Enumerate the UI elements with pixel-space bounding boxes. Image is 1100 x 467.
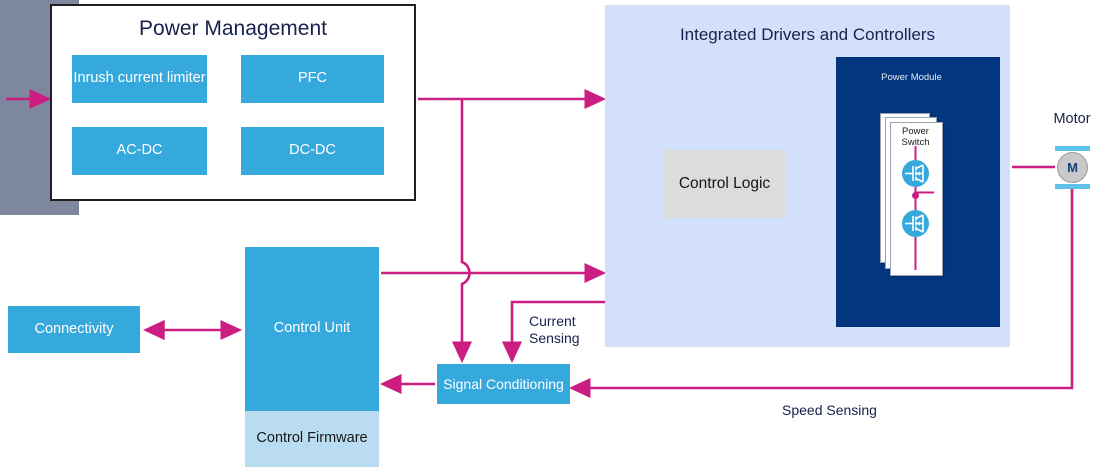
block-control-logic[interactable]: Control Logic xyxy=(664,150,785,218)
wire-power-bus-down-with-hop xyxy=(451,100,473,364)
label-speed-sensing: Speed Sensing xyxy=(782,402,877,418)
block-signal-conditioning[interactable]: Signal Conditioning xyxy=(437,364,570,404)
power-management-title: Power Management xyxy=(139,16,327,40)
block-connectivity[interactable]: Connectivity xyxy=(8,306,140,353)
mosfet-high-side-icon xyxy=(902,160,929,187)
power-switch-label: Power Switch xyxy=(901,126,930,148)
power-module-label: Power Module xyxy=(881,72,942,83)
motor-terminal-bar-bottom xyxy=(1055,184,1090,189)
half-bridge-midpoint-node xyxy=(912,192,919,199)
integrated-drivers-title: Integrated Drivers and Controllers xyxy=(679,24,936,44)
block-inrush-current-limiter[interactable]: Inrush current limiter xyxy=(72,55,207,103)
motor-symbol-icon[interactable]: M xyxy=(1057,152,1088,183)
block-control-firmware[interactable]: Control Firmware xyxy=(245,411,379,467)
label-current-sensing: Current Sensing xyxy=(529,313,580,346)
block-ac-dc[interactable]: AC-DC xyxy=(72,127,207,175)
motor-label: Motor xyxy=(1053,111,1091,128)
motor-terminal-bar-top xyxy=(1055,146,1090,151)
block-pfc[interactable]: PFC xyxy=(241,55,384,103)
block-control-unit[interactable]: Control Unit xyxy=(245,247,379,411)
mosfet-low-side-icon xyxy=(902,210,929,237)
block-dc-dc[interactable]: DC-DC xyxy=(241,127,384,175)
